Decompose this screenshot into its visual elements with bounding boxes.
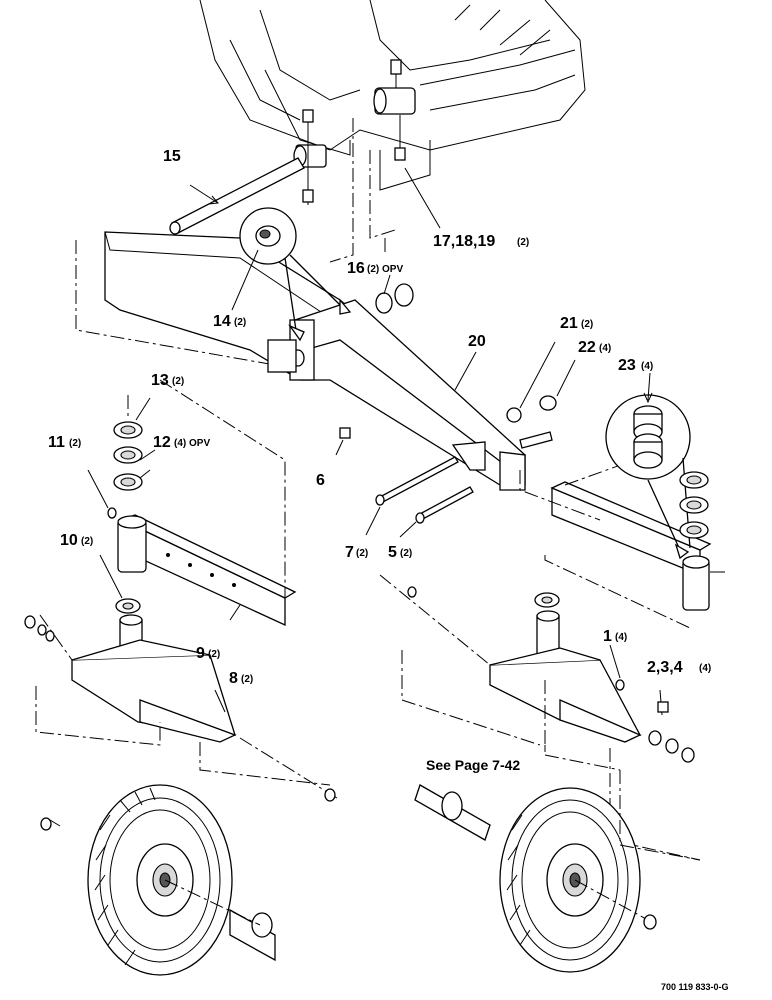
- bushing-detail-14: [239, 207, 352, 342]
- callout-10-number: 10: [60, 532, 78, 549]
- callout-17-18-19: 17,18,19 (2): [404, 167, 529, 250]
- callout-13: 13 (2): [151, 372, 184, 389]
- callout-17-qty: (2): [517, 237, 529, 248]
- callout-15: 15: [163, 148, 181, 165]
- callout-6: 6: [316, 472, 325, 489]
- see-page-note: See Page 7-42: [426, 757, 520, 773]
- callout-1-qty: (4): [615, 632, 627, 643]
- callout-7-number: 7: [345, 544, 354, 561]
- spacer-detail-23: [605, 372, 691, 560]
- right-washers: [679, 471, 709, 539]
- callout-1: 1 (4): [603, 628, 627, 645]
- left-pivot-bracket: [293, 109, 327, 205]
- callout-12: 12 (4) OPV: [153, 434, 210, 451]
- callout-21-qty: (2): [581, 319, 593, 330]
- callout-12-number: 12: [153, 434, 171, 451]
- bolt-6: [335, 427, 351, 456]
- callout-23-qty: (4): [641, 361, 653, 372]
- callout-23: 23 (4): [618, 357, 653, 374]
- callout-14-qty: (2): [234, 317, 246, 328]
- machine-frame: [199, 0, 586, 191]
- callout-1-number: 1: [603, 628, 612, 645]
- callout-10: 10 (2): [60, 532, 93, 549]
- callout-21-number: 21: [560, 315, 578, 332]
- washer-10: [99, 554, 141, 614]
- callout-20: 20: [454, 333, 486, 391]
- right-spindle: [379, 574, 701, 861]
- callout-9-number: 9: [196, 645, 205, 662]
- callout-22-number: 22: [578, 339, 596, 356]
- hardware-21-22: [506, 341, 576, 449]
- callout-16-qty: (2) OPV: [367, 264, 403, 275]
- left-washers: [113, 395, 156, 491]
- callout-16: 16 (2) OPV: [347, 260, 403, 277]
- bolts-5-7: [365, 456, 474, 538]
- callout-7: 7 (2): [345, 544, 368, 561]
- callout-22: 22 (4): [578, 339, 611, 356]
- callout-10-qty: (2): [81, 536, 93, 547]
- callout-5: 5 (2): [388, 544, 412, 561]
- callout-2-3-4-qty: (4): [699, 663, 711, 674]
- left-wheel: [40, 784, 276, 976]
- right-wheel: [414, 770, 701, 973]
- callout-11-qty: (2): [69, 438, 81, 449]
- callout-8: 8 (2): [229, 670, 253, 687]
- main-beam-20: [104, 231, 527, 491]
- callout-13-qty: (2): [172, 376, 184, 387]
- callout-2-3-4: 2,3,4 (4): [647, 659, 711, 676]
- callout-12-qty: (4) OPV: [174, 438, 210, 449]
- callout-9-qty: (2): [208, 649, 220, 660]
- callout-20-number: 20: [468, 333, 486, 350]
- callout-6-number: 6: [316, 472, 325, 489]
- callout-11: 11 (2): [48, 434, 81, 451]
- drawing-reference: 700 119 833-0-G: [661, 982, 729, 992]
- callout-21: 21 (2): [560, 315, 593, 332]
- pivot-pin-15: [169, 157, 305, 235]
- callout-5-qty: (2): [400, 548, 412, 559]
- callout-8-qty: (2): [241, 674, 253, 685]
- callout-16-number: 16: [347, 260, 365, 277]
- left-spindle-8: [24, 614, 341, 802]
- callout-5-number: 5: [388, 544, 397, 561]
- callout-14-number: 14: [213, 313, 231, 330]
- washers-16: [375, 274, 414, 314]
- callout-11-number: 11: [48, 434, 65, 451]
- callout-17-number: 17,18,19: [433, 233, 495, 250]
- callout-2-3-4-number: 2,3,4: [647, 659, 683, 676]
- callout-23-number: 23: [618, 357, 636, 374]
- callout-15-number: 15: [163, 148, 181, 165]
- callout-22-qty: (4): [599, 343, 611, 354]
- callout-7-qty: (2): [356, 548, 368, 559]
- callout-14: 14 (2): [213, 249, 259, 330]
- callout-13-number: 13: [151, 372, 169, 389]
- callout-9: 9 (2): [196, 645, 220, 662]
- left-arm-9: [87, 379, 297, 627]
- right-pivot-bracket: [373, 59, 416, 161]
- callout-8-number: 8: [229, 670, 238, 687]
